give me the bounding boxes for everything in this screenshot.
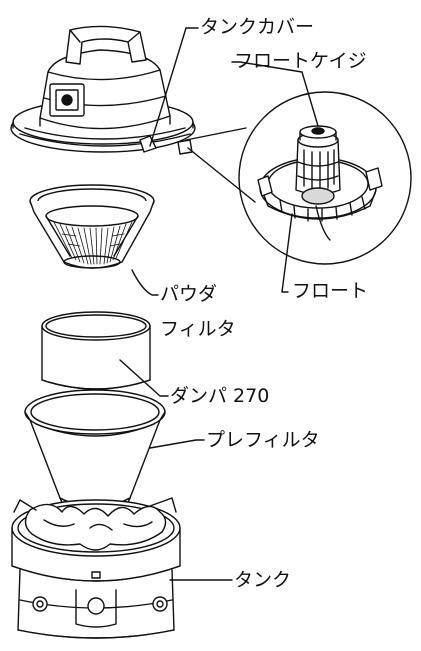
label-damper: ダンパ 270 — [170, 385, 270, 407]
label-pre-filter: プレフィルタ — [206, 429, 320, 451]
float-cage-detail — [185, 91, 412, 265]
label-float: フロート — [292, 280, 369, 302]
leader-lines — [149, 27, 319, 293]
label-tank-cover: タンクカバー — [200, 16, 315, 38]
damper — [41, 311, 169, 397]
label-powder-filter-line1: パウダ — [160, 283, 218, 305]
pre-filter — [24, 389, 205, 513]
label-powder-filter-line2: フィルタ — [160, 318, 236, 340]
label-float-cage: フロートケイジ — [234, 50, 367, 72]
tank-cover — [10, 25, 196, 155]
label-tank: タンク — [234, 569, 292, 591]
powder-filter — [29, 184, 159, 296]
tank — [11, 497, 233, 639]
